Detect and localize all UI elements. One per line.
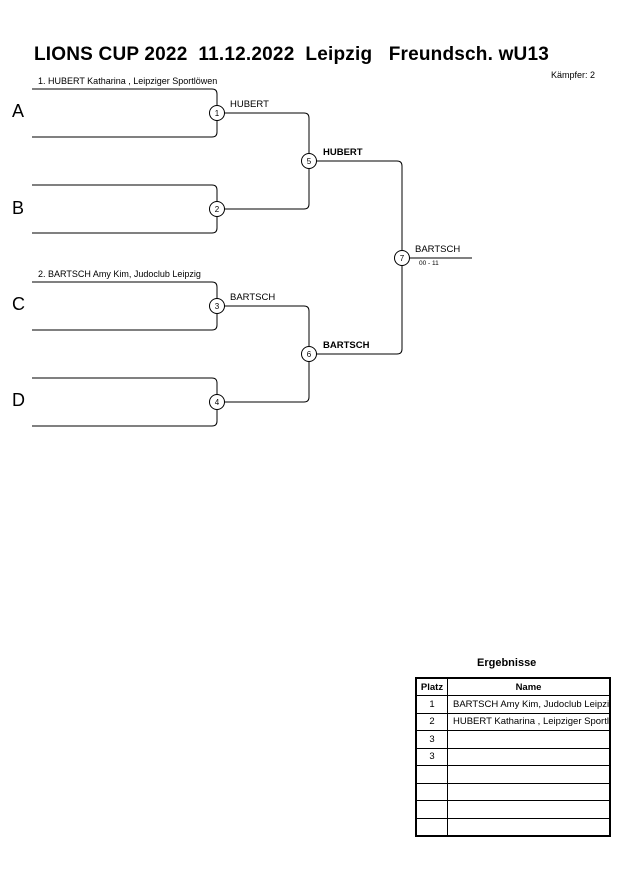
table-row: 2 HUBERT Katharina , Leipziger Sportlöwe… — [415, 712, 611, 731]
match-circle-7 — [394, 250, 410, 266]
bracket-connector-4 — [224, 361, 310, 403]
result-place: 1 — [415, 695, 448, 714]
result-name — [447, 747, 611, 766]
match-circle-6 — [301, 346, 317, 362]
result-name — [447, 765, 611, 784]
match-circle-3 — [209, 298, 225, 314]
result-place: 2 — [415, 712, 448, 731]
result-place: 3 — [415, 747, 448, 766]
match-number-6: 6 — [307, 350, 312, 359]
match-circle-5 — [301, 153, 317, 169]
seed-c-entry: 2. BARTSCH Amy Kim, Judoclub Leipzig — [38, 269, 201, 279]
table-row: 1 BARTSCH Amy Kim, Judoclub Leipzig — [415, 695, 611, 714]
pool-label-d: D — [12, 390, 25, 410]
table-row — [415, 782, 611, 801]
match-circle-2 — [209, 201, 225, 217]
pool-label-c: C — [12, 294, 25, 314]
result-name — [447, 782, 611, 801]
winner-match-5: HUBERT — [323, 147, 363, 158]
pool-label-b: B — [12, 198, 25, 218]
result-place: 3 — [415, 730, 448, 749]
result-name — [447, 730, 611, 749]
winner-final: BARTSCH — [415, 244, 461, 255]
result-place — [415, 782, 448, 801]
result-place — [415, 765, 448, 784]
seed-a-entry: 1. HUBERT Katharina , Leipziger Sportlöw… — [38, 76, 218, 86]
bracket-slot-d — [32, 377, 218, 427]
final-score: 00 - 11 — [419, 260, 439, 267]
bracket-connector-6 — [316, 265, 403, 355]
table-row: 3 — [415, 730, 611, 749]
match-number-5: 5 — [307, 157, 312, 166]
table-row — [415, 817, 611, 837]
results-title: Ergebnisse — [477, 657, 537, 669]
bracket-connector-2 — [224, 168, 310, 210]
match-number-2: 2 — [215, 205, 220, 214]
result-name: BARTSCH Amy Kim, Judoclub Leipzig — [447, 695, 611, 714]
fighter-count: Kämpfer: 2 — [551, 70, 596, 80]
match-circle-1 — [209, 105, 225, 121]
result-place — [415, 817, 448, 837]
bracket-connector-5 — [316, 160, 403, 250]
results-header-name: Name — [447, 677, 611, 696]
winner-match-6: BARTSCH — [323, 340, 370, 351]
results-table: Platz Name 1 BARTSCH Amy Kim, Judoclub L… — [415, 677, 611, 837]
winner-match-3: BARTSCH — [230, 292, 276, 303]
pool-label-a: A — [12, 101, 25, 121]
page-title: LIONS CUP 2022 11.12.2022 Leipzig Freund… — [34, 44, 550, 65]
match-circle-4 — [209, 394, 225, 410]
result-name — [447, 817, 611, 837]
results-header-place: Platz — [415, 677, 448, 696]
result-place — [415, 800, 448, 819]
table-row — [415, 800, 611, 819]
match-number-3: 3 — [215, 302, 220, 311]
match-number-1: 1 — [215, 109, 220, 118]
result-name — [447, 800, 611, 819]
winner-match-1: HUBERT — [230, 99, 269, 110]
bracket-connector-1 — [224, 112, 310, 153]
match-number-7: 7 — [400, 254, 405, 263]
match-number-4: 4 — [215, 398, 220, 407]
bracket-slot-c — [32, 281, 218, 331]
table-row: 3 — [415, 747, 611, 766]
result-name: HUBERT Katharina , Leipziger Sportlöwen — [447, 712, 611, 731]
bracket-slot-b — [32, 184, 218, 234]
bracket-connector-3 — [224, 305, 310, 346]
table-row — [415, 765, 611, 784]
results-header-row: Platz Name — [415, 677, 611, 696]
bracket-slot-a — [32, 88, 218, 138]
